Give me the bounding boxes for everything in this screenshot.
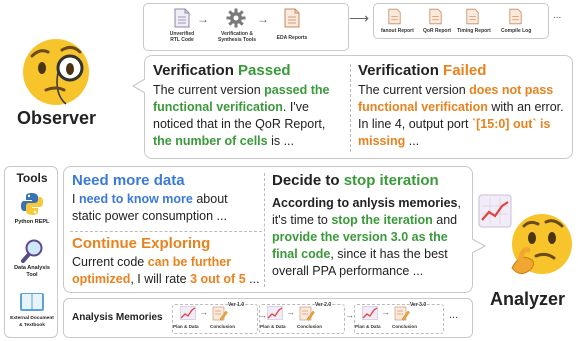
plan-data-label: Plan & Data [173, 324, 199, 329]
analyzer-label: Analyzer [490, 289, 566, 309]
observer-speech-tail [132, 78, 146, 94]
memory-group-frame [172, 304, 258, 334]
eda-reports-label: EDA Reports [276, 35, 308, 41]
arrow-right-icon: → [199, 307, 208, 317]
rtl-code-label: Unverified RTL Code [169, 31, 195, 43]
reports-ellipsis: ... [553, 10, 562, 21]
python-repl-label: Python REPL [14, 219, 50, 225]
verification-passed-panel: Verification Passed The current version … [153, 62, 346, 150]
verification-passed-text: The current version passed the functiona… [153, 83, 330, 148]
arrow-right-icon: → [258, 310, 267, 320]
external-document-label: External Document & Textbook [10, 316, 54, 328]
arrow-right-icon: → [286, 307, 295, 317]
memories-ellipsis: ... [449, 309, 459, 321]
rtl-code-icon [174, 8, 190, 28]
conclusion-pencil-icon [212, 306, 228, 321]
arrow-right-icon: → [197, 12, 209, 26]
decide-stop-panel: Decide to stop iteration According to an… [272, 172, 470, 280]
analyzer-speech-tail [471, 238, 487, 254]
observer-monocle-emoji-icon [23, 39, 89, 105]
data-analysis-tool-label: Data Analysis Tool [14, 265, 50, 278]
tools-title: Tools [16, 171, 48, 185]
memory-group-frame [354, 304, 444, 334]
fanout-report-label: fanout Report [381, 28, 414, 34]
arrow-right-icon: → [257, 12, 269, 26]
conclusion-label: Conclusion [297, 324, 323, 329]
analyzer-h-divider [70, 231, 262, 232]
fanout-report-icon [388, 8, 401, 25]
continue-exploring-text: Current code can be further optimized, I… [72, 255, 260, 286]
verification-failed-title: Verification Failed [358, 62, 487, 79]
analyzer-box: Need more data I need to know more about… [63, 166, 473, 293]
decide-stop-title: Decide to stop iteration [272, 172, 439, 189]
version-label: Ver 1.0 [228, 302, 245, 308]
synthesis-tools-label: Verification & Synthesis Tools [218, 31, 256, 43]
qor-report-icon [429, 8, 442, 25]
memory-group: → Ver 3.0 Plan & Data Conclusion [354, 302, 446, 336]
arrow-right-icon: → [381, 307, 390, 317]
conclusion-pencil-icon [394, 306, 410, 321]
verification-failed-text: The current version does not pass functi… [358, 83, 564, 148]
verification-passed-title: Verification Passed [153, 62, 291, 79]
arrow-right-icon: → [345, 310, 354, 320]
gear-icon [226, 8, 246, 28]
need-more-data-title: Need more data [72, 172, 185, 189]
book-icon [20, 293, 44, 311]
reports-box: fanout Report QoR Report Timing Report C… [373, 3, 549, 39]
need-more-data-text: I need to know more about static power c… [72, 192, 228, 223]
analyzer-thinking-emoji-icon [511, 214, 572, 274]
qor-report-label: QoR Report [423, 28, 452, 34]
verification-failed-panel: Verification Failed The current version … [358, 62, 568, 150]
need-more-data-panel: Need more data I need to know more about… [72, 172, 258, 225]
observer-label: Observer [17, 108, 97, 128]
python-icon [21, 193, 43, 215]
continue-exploring-panel: Continue Exploring Current code can be f… [72, 235, 260, 288]
continue-exploring-title: Continue Exploring [72, 235, 211, 252]
memory-group: → Ver 2.0 Plan & Data Conclusion [259, 302, 351, 336]
tools-box: Tools Python REPL Data Analysis Tool Ext… [4, 166, 58, 338]
observer-box: Verification Passed The current version … [144, 55, 573, 159]
memory-group: → Ver 1.0 Plan & Data Conclusion [172, 302, 264, 336]
arrow-to-reports-icon: ⟶ [349, 10, 370, 26]
conclusion-label: Conclusion [392, 324, 418, 329]
plan-data-chart-icon [362, 306, 378, 320]
memory-group-frame [259, 304, 345, 334]
compile-log-label: Compile Log [501, 28, 532, 34]
magnifier-icon [21, 239, 43, 263]
plan-data-chart-icon [267, 306, 283, 320]
plan-data-label: Plan & Data [260, 324, 286, 329]
eda-reports-icon [284, 8, 300, 28]
analysis-memories-title: Analysis Memories [72, 312, 163, 323]
version-label: Ver 3.0 [410, 302, 427, 308]
observer-divider [350, 64, 351, 152]
decide-stop-text: According to anlysis memories, it's time… [272, 196, 461, 278]
timing-report-icon [466, 8, 479, 25]
plan-data-label: Plan & Data [355, 324, 381, 329]
plan-data-chart-icon [180, 306, 196, 320]
version-label: Ver 2.0 [315, 302, 332, 308]
conclusion-label: Conclusion [210, 324, 236, 329]
analyzer-v-divider [264, 173, 265, 287]
timing-report-label: Timing Report [457, 28, 491, 34]
eda-flow-box: Unverified RTL Code → Verification & Syn… [143, 3, 349, 51]
analysis-memories-box: Analysis Memories → Ver 1.0 Plan & Data … [63, 298, 473, 338]
trend-chart-icon [478, 194, 512, 228]
conclusion-pencil-icon [299, 306, 315, 321]
compile-log-icon [509, 8, 522, 25]
